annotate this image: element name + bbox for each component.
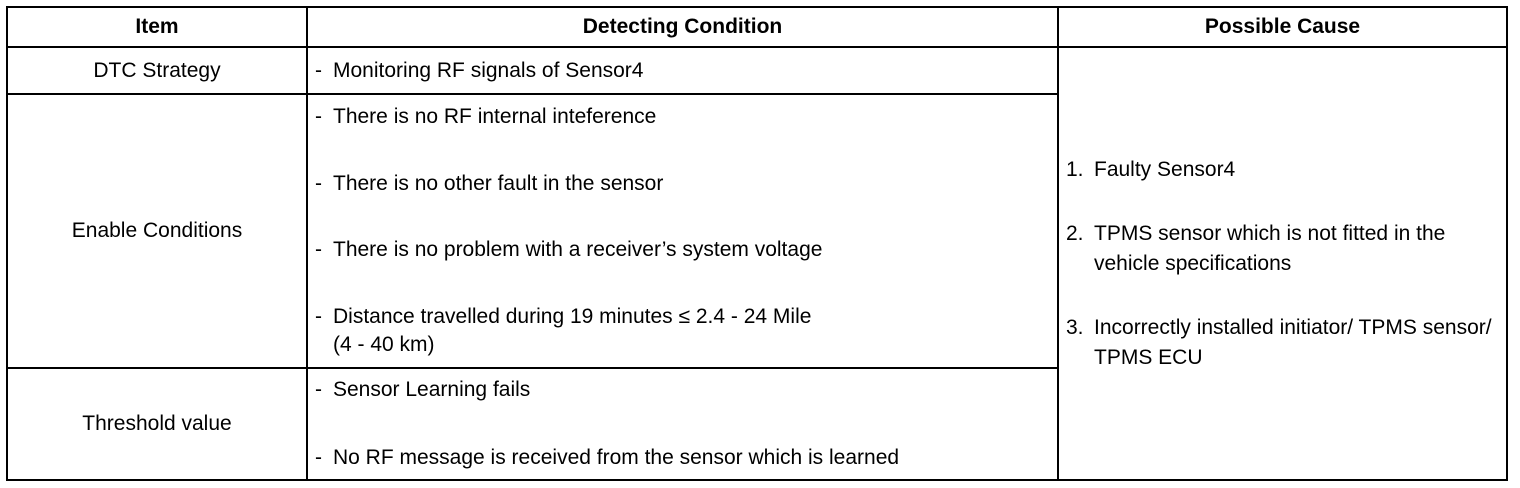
bullet-dash: - — [315, 446, 322, 469]
condition-line: - Monitoring RF signals of Sensor4 — [315, 57, 1057, 85]
conditions-enable: - There is no RF internal inteference - … — [306, 93, 1059, 369]
cause-item: 2. TPMS sensor which is not fitted in th… — [1066, 219, 1506, 279]
cause-number: 3. — [1066, 315, 1084, 339]
table-row-dtc-strategy: DTC Strategy - Monitoring RF signals of … — [6, 46, 1508, 481]
bullet-dash: - — [315, 378, 322, 401]
cause-number: 2. — [1066, 221, 1084, 245]
condition-text: There is no other fault in the sensor — [333, 171, 664, 195]
bullet-dash: - — [315, 238, 322, 262]
bullet-dash: - — [315, 171, 322, 195]
table-row-threshold-value: Threshold value - Sensor Learning fails … — [6, 367, 1507, 481]
condition-line: - No RF message is received from the sen… — [315, 444, 1057, 472]
cause-text: Incorrectly installed initiator/ TPMS se… — [1094, 315, 1492, 369]
condition-line: - There is no other fault in the sensor — [315, 170, 1057, 198]
condition-text-line-2: (4 - 40 km) — [333, 332, 435, 356]
condition-line: - There is no RF internal inteference — [315, 103, 1057, 131]
conditions-threshold: - Sensor Learning fails - No RF message … — [306, 367, 1059, 481]
bullet-dash: - — [315, 105, 322, 128]
condition-list: - Sensor Learning fails - No RF message … — [315, 376, 1057, 472]
cause-number: 1. — [1066, 157, 1084, 181]
cause-item: 1. Faulty Sensor4 — [1066, 155, 1506, 185]
item-dtc-strategy: DTC Strategy — [6, 46, 308, 95]
conditions-dtc-strategy: - Monitoring RF signals of Sensor4 — [306, 46, 1059, 95]
condition-text: There is no RF internal inteference — [333, 105, 657, 128]
condition-text-line-1: Distance travelled during 19 minutes ≤ 2… — [333, 304, 812, 328]
condition-text: There is no problem with a receiver’s sy… — [333, 238, 823, 262]
condition-line: - Distance travelled during 19 minutes ≤… — [315, 303, 1057, 359]
item-threshold-value: Threshold value — [6, 367, 308, 481]
bullet-dash: - — [315, 58, 322, 82]
bullet-dash: - — [315, 304, 322, 328]
cause-item: 3. Incorrectly installed initiator/ TPMS… — [1066, 313, 1506, 373]
item-enable-conditions: Enable Conditions — [6, 93, 308, 369]
condition-text: Sensor Learning fails — [333, 378, 531, 401]
header-item: Item — [6, 6, 308, 48]
condition-text: Monitoring RF signals of Sensor4 — [333, 58, 644, 82]
header-possible-cause: Possible Cause — [1057, 6, 1508, 48]
table-row-enable-conditions: Enable Conditions - There is no RF inter… — [6, 93, 1507, 369]
possible-cause-list: 1. Faulty Sensor4 2. TPMS sensor which i… — [1066, 155, 1506, 373]
table-header-row: Item Detecting Condition Possible Cause — [6, 6, 1508, 48]
condition-line: - Sensor Learning fails — [315, 376, 1057, 404]
condition-list: - There is no RF internal inteference - … — [315, 103, 1057, 359]
condition-text: No RF message is received from the senso… — [333, 446, 900, 469]
cause-text: Faulty Sensor4 — [1094, 157, 1236, 181]
condition-line: - There is no problem with a receiver’s … — [315, 236, 1057, 264]
condition-text: Distance travelled during 19 minutes ≤ 2… — [333, 303, 1057, 359]
header-detecting-condition: Detecting Condition — [306, 6, 1059, 48]
possible-cause-cell: 1. Faulty Sensor4 2. TPMS sensor which i… — [1057, 46, 1508, 481]
cause-text: TPMS sensor which is not fitted in the v… — [1094, 221, 1446, 275]
dtc-spec-table: Item Detecting Condition Possible Cause … — [6, 6, 1508, 481]
